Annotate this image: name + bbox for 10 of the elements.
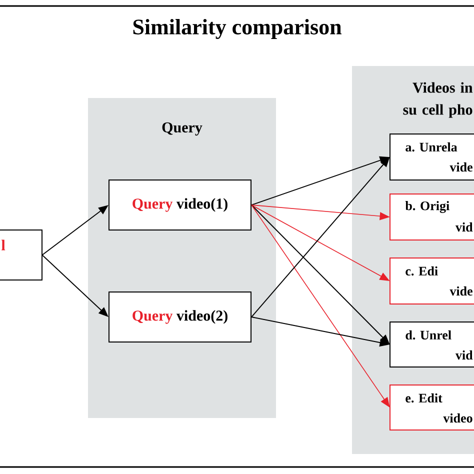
process-box: Query video(2) <box>108 292 252 342</box>
video-box: e. Edit video <box>390 384 474 430</box>
title: Similarity comparison <box>133 19 342 39</box>
video-box: b. Origi vid <box>390 194 474 240</box>
process-box: l <box>0 230 42 280</box>
video-box: a. Unrela vide <box>390 134 474 180</box>
process-box: Query video(1) <box>108 180 252 230</box>
arrow <box>42 254 108 317</box>
video-box: c. Edi vide <box>390 258 474 304</box>
video-box: d. Unrel vid <box>390 322 474 368</box>
